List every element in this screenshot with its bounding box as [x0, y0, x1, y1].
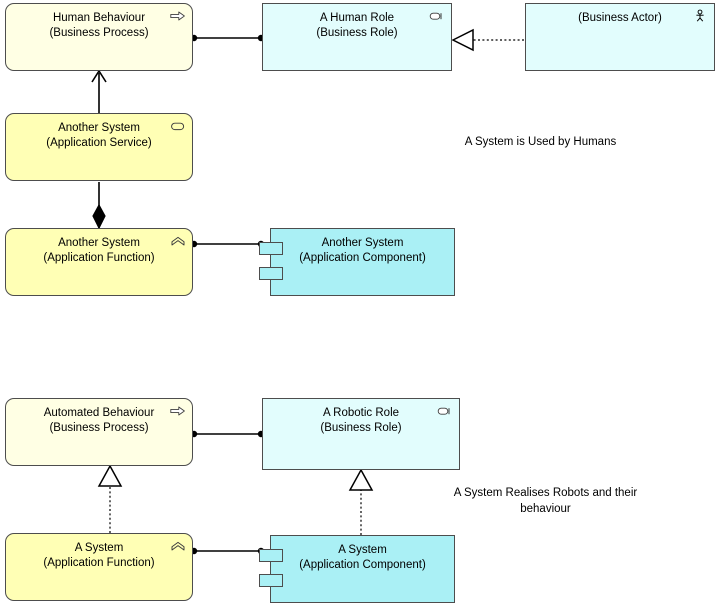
node-sublabel: (Business Role) — [316, 26, 398, 39]
note-used-by-humans: A System is Used by Humans — [464, 136, 617, 148]
business-role-icon — [429, 12, 442, 20]
node-robotic-role[interactable]: A Robotic Role (Business Role) — [262, 398, 460, 470]
application-component-tab-upper — [259, 549, 283, 562]
rel-function-to-service[interactable] — [92, 182, 106, 230]
node-human-behaviour[interactable]: Human Behaviour (Business Process) — [5, 3, 193, 71]
node-label: A System — [338, 544, 387, 556]
rel-service-to-human-behaviour[interactable] — [91, 69, 107, 113]
node-a-system-function[interactable]: A System (Application Function) — [5, 533, 193, 601]
application-function-icon — [171, 541, 185, 551]
application-component-tab-upper — [259, 242, 283, 255]
application-service-icon — [171, 122, 185, 131]
node-sublabel: (Application Component) — [299, 558, 426, 571]
node-label: A System — [74, 542, 124, 554]
node-another-system-component[interactable]: Another System (Application Component) — [259, 228, 455, 296]
rel-a-system-function-realises-automated-behaviour[interactable] — [97, 464, 123, 533]
application-component-tab-lower — [259, 574, 283, 587]
node-sublabel: (Business Process) — [49, 26, 149, 39]
node-sublabel: (Application Service) — [46, 136, 152, 149]
note-realises-robots: A System Realises Robots and their behav… — [403, 485, 688, 517]
node-another-system-function[interactable]: Another System (Application Function) — [5, 228, 193, 296]
node-label: Automated Behaviour — [43, 407, 155, 419]
node-label: Another System — [58, 237, 140, 249]
node-label: Another System — [321, 237, 404, 249]
node-sublabel: (Application Function) — [43, 251, 155, 264]
node-another-system-service[interactable]: Another System (Application Service) — [5, 113, 193, 181]
rel-business-actor-to-human-role[interactable] — [451, 28, 524, 52]
application-function-icon — [171, 236, 185, 246]
rel-human-behaviour-to-human-role[interactable] — [190, 34, 265, 42]
node-label: Human Behaviour — [52, 12, 146, 24]
node-human-role[interactable]: A Human Role (Business Role) — [262, 3, 452, 71]
node-label: A Robotic Role — [322, 407, 400, 419]
node-sublabel: (Business Process) — [49, 421, 149, 434]
node-label: A Human Role — [319, 12, 395, 24]
rel-a-system-component-to-a-system-function[interactable] — [190, 547, 265, 555]
rel-component-to-function[interactable] — [190, 240, 265, 248]
node-a-system-component[interactable]: A System (Application Component) — [259, 535, 455, 603]
node-label: (Business Actor) — [578, 12, 662, 24]
business-process-icon — [170, 11, 185, 21]
node-business-actor[interactable]: (Business Actor) — [525, 3, 715, 71]
node-label: Another System — [58, 122, 140, 134]
node-sublabel: (Application Component) — [299, 251, 426, 264]
node-sublabel: (Business Role) — [320, 421, 402, 434]
note-realises-robots-line1: A System Realises Robots and their — [453, 487, 638, 499]
business-process-icon — [170, 406, 185, 416]
business-role-icon — [437, 407, 450, 415]
note-realises-robots-line2: behaviour — [520, 503, 571, 515]
rel-a-system-component-realises-robotic-role[interactable] — [348, 468, 374, 535]
application-component-tab-lower — [259, 267, 283, 280]
business-actor-icon — [696, 9, 704, 22]
node-sublabel: (Application Function) — [43, 556, 155, 569]
node-automated-behaviour[interactable]: Automated Behaviour (Business Process) — [5, 398, 193, 466]
rel-automated-behaviour-to-robotic-role[interactable] — [190, 430, 265, 438]
